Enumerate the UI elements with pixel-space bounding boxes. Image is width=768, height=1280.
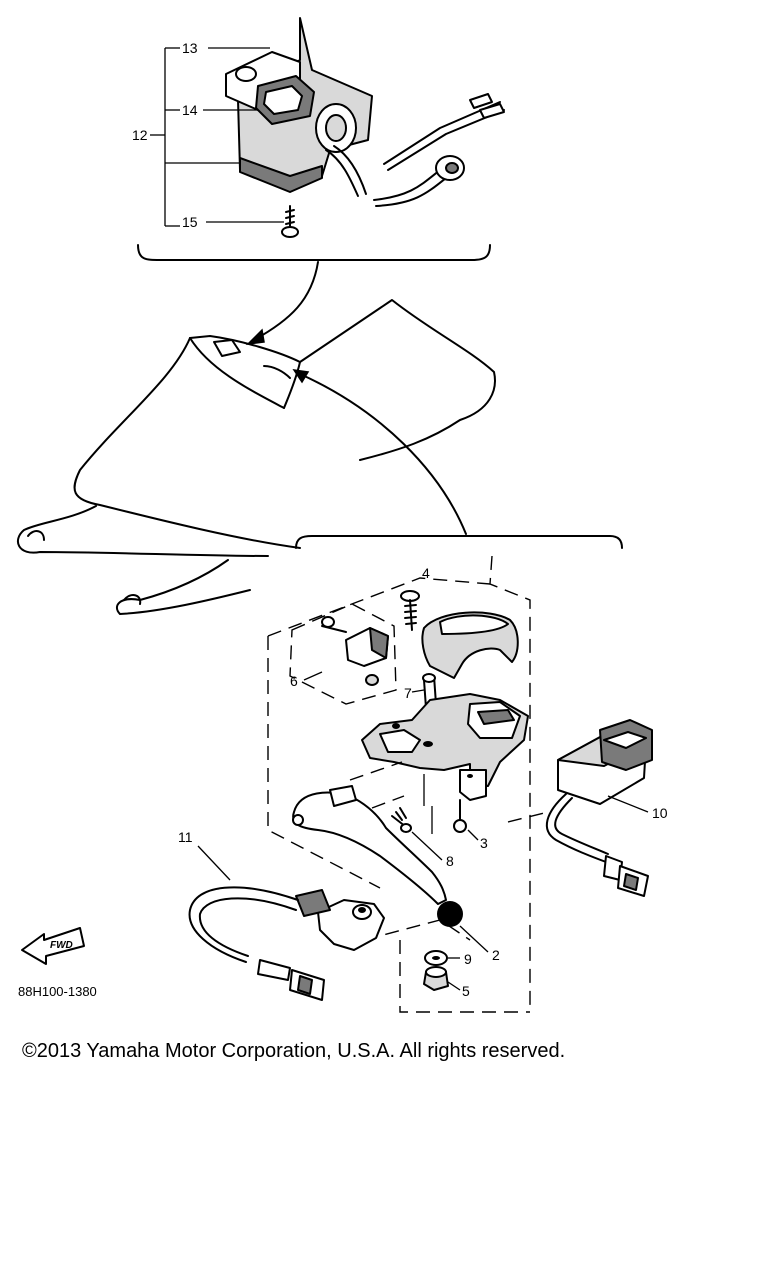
screw-8 (391, 807, 412, 833)
callout-6: 6 (290, 673, 298, 689)
fwd-label: FWD (50, 940, 73, 951)
throttle-bracket (361, 693, 529, 801)
control-module-10 (546, 719, 653, 897)
pointer-arrow-bottom (299, 373, 467, 535)
callout-bracket-12 (150, 47, 284, 227)
callout-2: 2 (492, 947, 500, 963)
fwd-direction-arrow: FWD (21, 927, 85, 965)
screw-4 (400, 590, 420, 631)
detail-frame-top (137, 244, 491, 261)
callout-7: 7 (404, 685, 412, 701)
callout-4: 4 (422, 565, 430, 581)
callout-15: 15 (182, 214, 198, 230)
callout-3: 3 (480, 835, 488, 851)
screw-3 (453, 799, 467, 833)
callout-9: 9 (464, 951, 472, 967)
callout-14: 14 (182, 102, 198, 118)
throttle-lever-2 (292, 785, 463, 927)
callout-11: 11 (178, 829, 193, 845)
pointer-arrow-top (253, 261, 319, 341)
callout-5: 5 (462, 983, 470, 999)
copyright-notice: ©2013 Yamaha Motor Corporation, U.S.A. A… (22, 1040, 566, 1062)
callout-13: 13 (182, 40, 198, 56)
detail-frame-bottom (295, 535, 623, 549)
snowmobile-outline (16, 299, 496, 615)
callout-12: 12 (132, 127, 148, 143)
callout-10: 10 (652, 805, 668, 821)
diagram-code: 88H100-1380 (18, 984, 97, 999)
throttle-housing-assembly (225, 17, 505, 238)
washer-9 (424, 950, 448, 966)
switch-6 (321, 616, 389, 686)
assembly-dashed-boundary (267, 555, 531, 1013)
nut-5 (423, 966, 449, 991)
callout-8: 8 (446, 853, 454, 869)
throttle-sensor-11 (188, 886, 385, 1001)
